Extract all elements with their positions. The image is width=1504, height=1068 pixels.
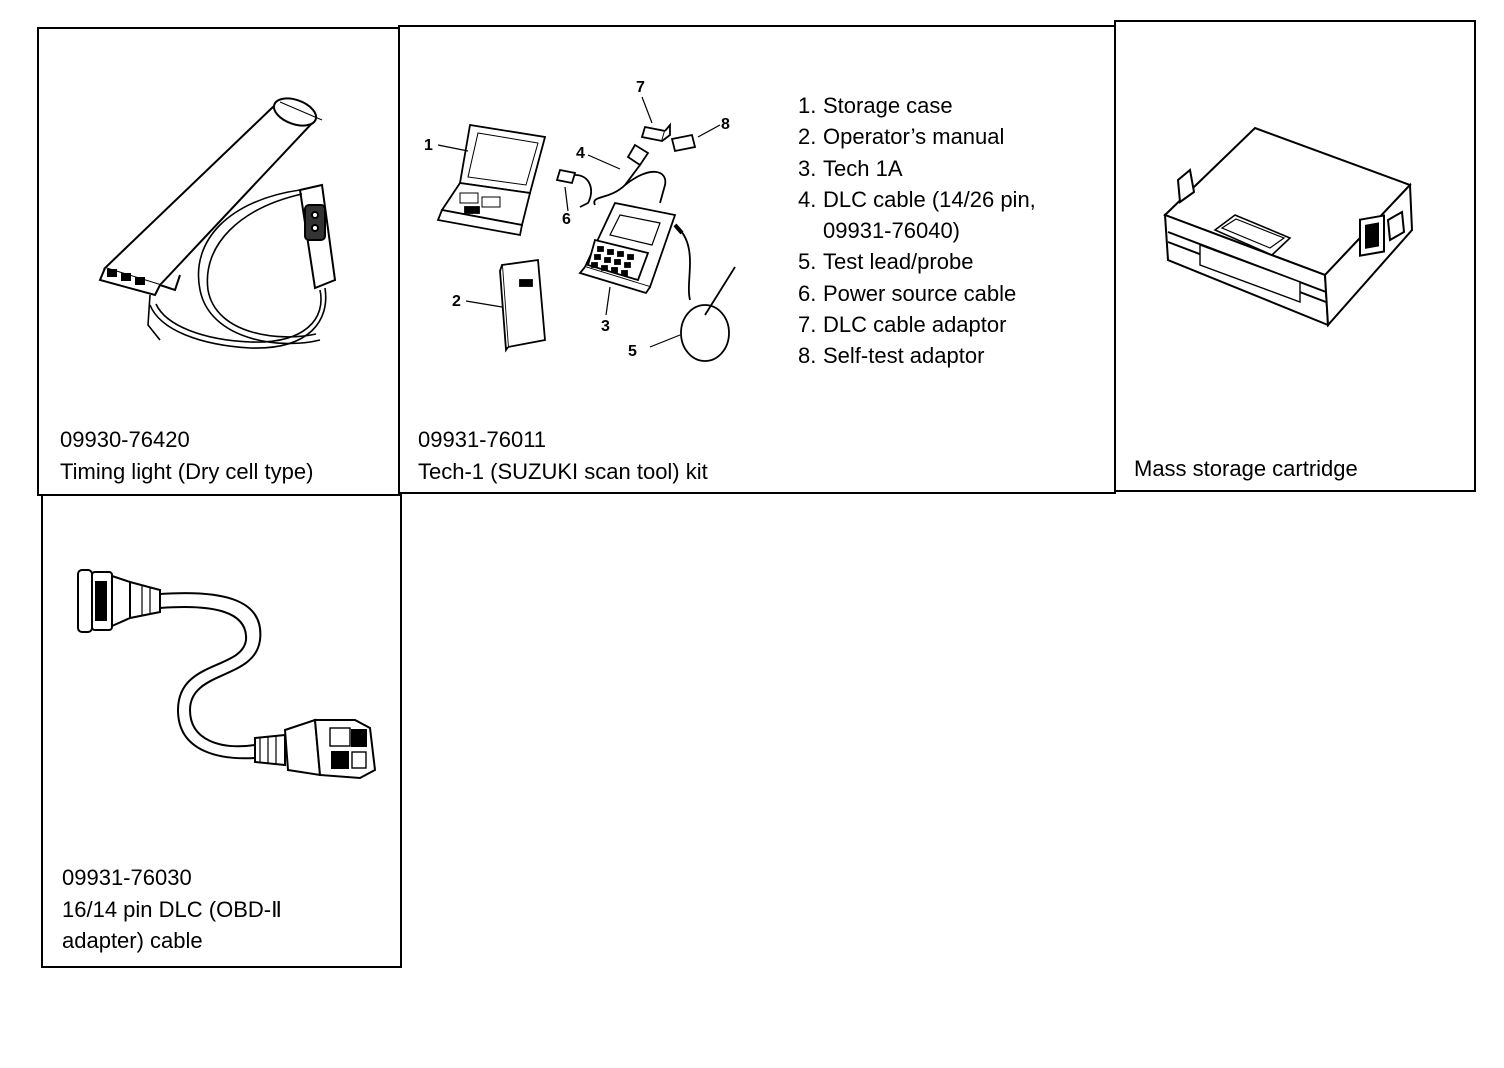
component-legend: 1.Storage case 2.Operator’s manual 3.Tec… bbox=[798, 90, 1036, 372]
tool-name: Tech-1 (SUZUKI scan tool) kit bbox=[418, 459, 708, 484]
legend-item: 5.Test lead/probe bbox=[798, 249, 974, 275]
part-number: 09931-76011 bbox=[418, 427, 547, 452]
legend-item: 2.Operator’s manual bbox=[798, 124, 1005, 150]
callout-4: 4 bbox=[576, 145, 585, 162]
callout-6: 6 bbox=[562, 211, 571, 228]
part-number: 09930-76420 bbox=[60, 427, 190, 452]
legend-item: 09931-76040) bbox=[823, 218, 961, 244]
tool-name-line-2: adapter) cable bbox=[62, 928, 203, 953]
legend-item: 3.Tech 1A bbox=[798, 155, 903, 181]
legend-item: 4.DLC cable (14/26 pin, bbox=[798, 186, 1036, 212]
callout-1: 1 bbox=[424, 137, 433, 154]
legend-item: 1.Storage case bbox=[798, 93, 953, 118]
callout-5: 5 bbox=[628, 343, 637, 360]
callout-2: 2 bbox=[452, 293, 461, 310]
timing-light-illustration bbox=[98, 97, 337, 349]
legend-item: 8.Self-test adaptor bbox=[798, 343, 985, 369]
tool-name-line-1: 16/14 pin DLC (OBD-Ⅱ bbox=[62, 897, 282, 922]
tool-name: Mass storage cartridge bbox=[1134, 456, 1358, 481]
callout-8: 8 bbox=[721, 116, 730, 133]
tool-name: Timing light (Dry cell type) bbox=[60, 459, 314, 484]
dlc-adapter-cable-illustration bbox=[77, 569, 377, 780]
legend-item: 7.DLC cable adaptor bbox=[798, 312, 1007, 338]
part-number: 09931-76030 bbox=[62, 865, 192, 890]
tool-cell-tech-1-kit bbox=[398, 25, 1116, 494]
callout-3: 3 bbox=[601, 318, 610, 335]
legend-item: 6.Power source cable bbox=[798, 280, 1017, 306]
tool-cell-timing-light bbox=[37, 27, 400, 496]
callout-7: 7 bbox=[636, 79, 645, 96]
mass-storage-cartridge-illustration bbox=[1163, 126, 1414, 328]
tech-1-kit-illustration bbox=[436, 96, 736, 362]
